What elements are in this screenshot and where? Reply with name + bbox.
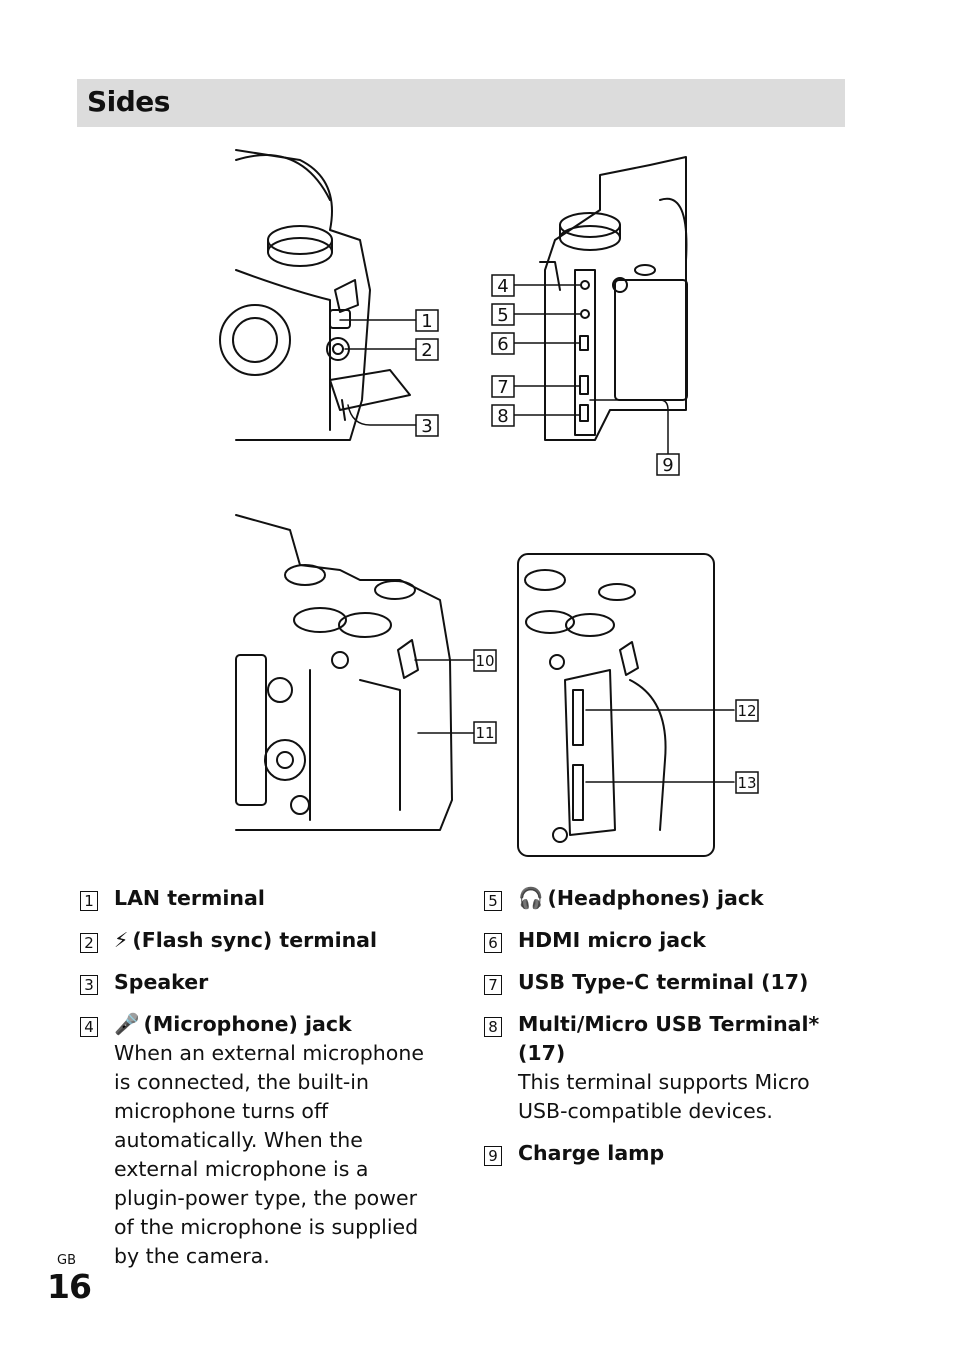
- item-number: 1: [80, 891, 98, 911]
- list-item: 2 ⚡(Flash sync) terminal: [80, 926, 440, 955]
- flash-icon: ⚡: [114, 928, 129, 952]
- microphone-icon: 🎤: [114, 1012, 140, 1036]
- item-title: USB Type-C terminal (17): [518, 970, 809, 994]
- item-title: (Microphone) jack: [143, 1012, 352, 1036]
- list-item: 6 HDMI micro jack: [484, 926, 844, 955]
- item-title: Multi/Micro USB Terminal* (17): [518, 1012, 820, 1065]
- callout-8: 8: [497, 406, 508, 427]
- callout-9: 9: [662, 455, 673, 476]
- parts-list-left: 1 LAN terminal 2 ⚡(Flash sync) terminal …: [80, 884, 440, 1284]
- callout-10: 10: [475, 652, 494, 670]
- section-title: Sides: [87, 85, 170, 118]
- item-number: 5: [484, 891, 502, 911]
- callout-3: 3: [421, 416, 432, 437]
- item-title: (Flash sync) terminal: [132, 928, 378, 952]
- list-item: 9 Charge lamp: [484, 1139, 844, 1168]
- callout-11: 11: [475, 724, 494, 742]
- page-number: 16: [47, 1267, 92, 1306]
- list-item: 7 USB Type-C terminal (17): [484, 968, 844, 997]
- item-title: HDMI micro jack: [518, 928, 706, 952]
- callout-1: 1: [421, 311, 432, 332]
- item-title: Speaker: [114, 970, 209, 994]
- camera-sides-illustrations: 1 2 3 4 5 6 7 8 9 10 11 12 13: [219, 149, 759, 857]
- camera-left-side-figure: [219, 149, 417, 441]
- callout-4: 4: [497, 276, 508, 297]
- item-number: 9: [484, 1146, 502, 1166]
- list-item: 8 Multi/Micro USB Terminal* (17) This te…: [484, 1010, 844, 1126]
- item-number: 4: [80, 1017, 98, 1037]
- list-item: 1 LAN terminal: [80, 884, 440, 913]
- callout-7: 7: [497, 377, 508, 398]
- item-number: 7: [484, 975, 502, 995]
- item-number: 6: [484, 933, 502, 953]
- item-number: 2: [80, 933, 98, 953]
- camera-right-side-figure: [513, 156, 688, 456]
- item-number: 3: [80, 975, 98, 995]
- camera-media-slot-figure: [517, 553, 735, 857]
- callout-6: 6: [497, 334, 508, 355]
- callout-5: 5: [497, 305, 508, 326]
- item-title: LAN terminal: [114, 886, 265, 910]
- parts-list-right: 5 🎧(Headphones) jack 6 HDMI micro jack 7…: [484, 884, 844, 1181]
- item-title: Charge lamp: [518, 1141, 665, 1165]
- list-item: 4 🎤(Microphone) jack When an external mi…: [80, 1010, 440, 1271]
- callout-13: 13: [737, 774, 756, 792]
- camera-rear-grip-figure: [235, 514, 475, 831]
- headphones-icon: 🎧: [518, 886, 544, 910]
- callout-12: 12: [737, 702, 756, 720]
- item-description: This terminal supports Micro USB-compati…: [518, 1070, 810, 1123]
- item-number: 8: [484, 1017, 502, 1037]
- item-description: When an external microphone is connected…: [114, 1041, 424, 1268]
- list-item: 5 🎧(Headphones) jack: [484, 884, 844, 913]
- section-header: Sides: [77, 79, 845, 127]
- region-code: GB: [57, 1253, 76, 1268]
- list-item: 3 Speaker: [80, 968, 440, 997]
- callout-2: 2: [421, 340, 432, 361]
- item-title: (Headphones) jack: [547, 886, 764, 910]
